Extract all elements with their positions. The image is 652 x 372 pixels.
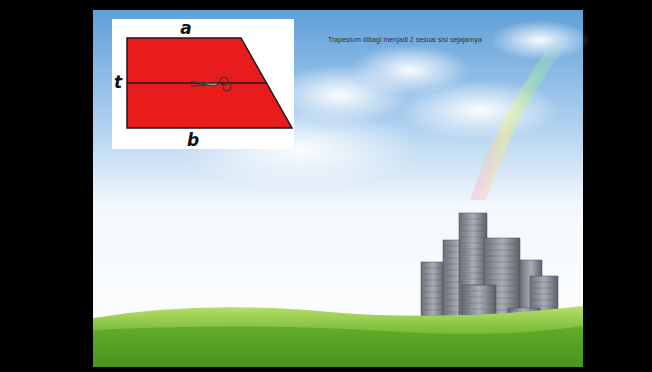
slide-note: Trapesium dibagi menjadi 2 sesuai sisi s… <box>328 36 482 43</box>
side-label: b <box>187 132 199 149</box>
side-label: a <box>180 20 191 37</box>
height-label: t <box>114 74 122 91</box>
